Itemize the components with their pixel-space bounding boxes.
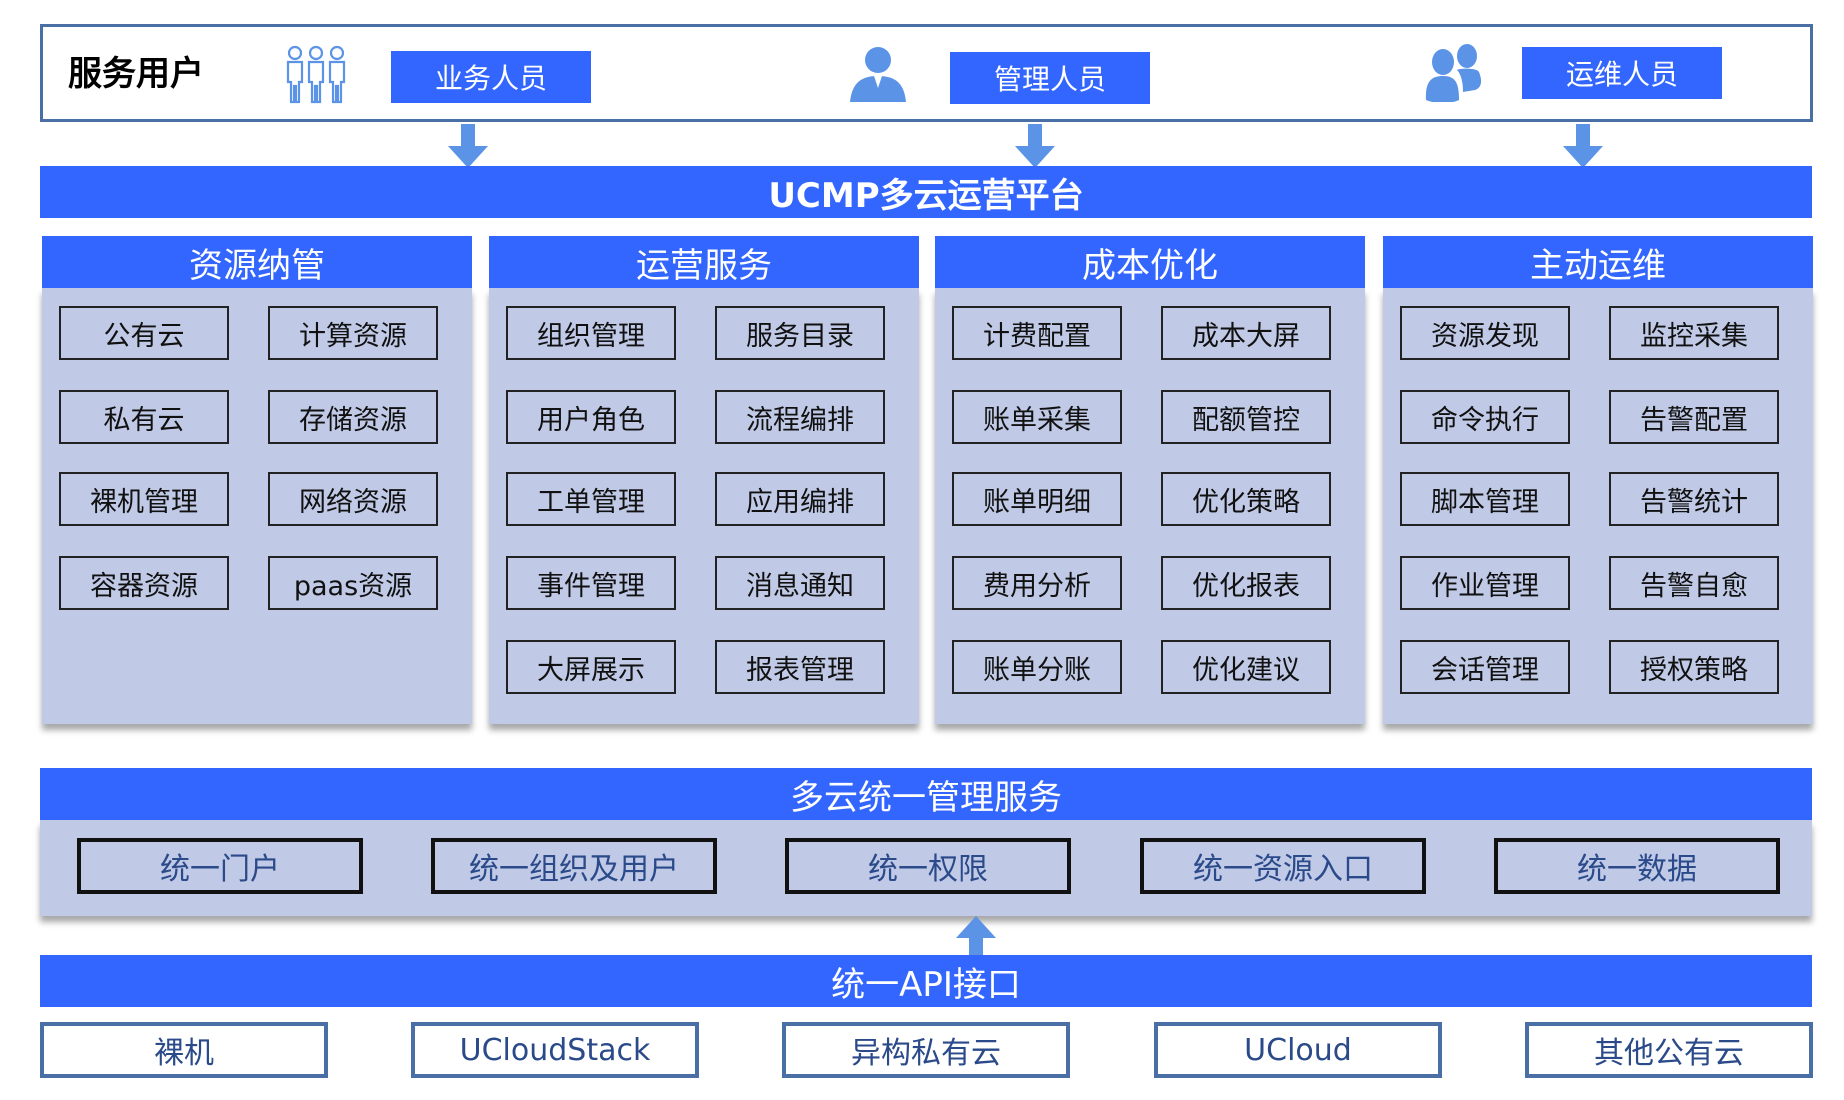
feature-item[interactable]: 成本大屏 xyxy=(1161,306,1331,360)
feature-item[interactable]: 命令执行 xyxy=(1400,390,1570,444)
feature-item[interactable]: 私有云 xyxy=(59,390,229,444)
feature-item[interactable]: 服务目录 xyxy=(715,306,885,360)
feature-item[interactable]: 计费配置 xyxy=(952,306,1122,360)
feature-item[interactable]: 告警自愈 xyxy=(1609,556,1779,610)
feature-item[interactable]: 报表管理 xyxy=(715,640,885,694)
management-item-org-users[interactable]: 统一组织及用户 xyxy=(431,838,717,894)
two-people-icon xyxy=(1425,44,1482,102)
feature-item[interactable]: 工单管理 xyxy=(506,472,676,526)
feature-item[interactable]: 应用编排 xyxy=(715,472,885,526)
feature-item[interactable]: 告警配置 xyxy=(1609,390,1779,444)
source-ucloudstack[interactable]: UCloudStack xyxy=(411,1022,699,1078)
source-bare-metal[interactable]: 裸机 xyxy=(40,1022,328,1078)
role-ops-staff[interactable]: 运维人员 xyxy=(1522,47,1722,99)
feature-item[interactable]: 会话管理 xyxy=(1400,640,1570,694)
management-item-portal[interactable]: 统一门户 xyxy=(77,838,363,894)
feature-item[interactable]: 流程编排 xyxy=(715,390,885,444)
role-business-staff[interactable]: 业务人员 xyxy=(391,51,591,103)
feature-item[interactable]: 授权策略 xyxy=(1609,640,1779,694)
column-title-cost-optimization: 成本优化 xyxy=(935,236,1365,288)
management-item-resource-entry[interactable]: 统一资源入口 xyxy=(1140,838,1426,894)
column-title-resource-management: 资源纳管 xyxy=(42,236,472,288)
feature-item[interactable]: 告警统计 xyxy=(1609,472,1779,526)
source-heterogeneous-private-cloud[interactable]: 异构私有云 xyxy=(782,1022,1070,1078)
feature-item[interactable]: 作业管理 xyxy=(1400,556,1570,610)
feature-item[interactable]: 优化报表 xyxy=(1161,556,1331,610)
feature-item[interactable]: 用户角色 xyxy=(506,390,676,444)
feature-item[interactable]: 公有云 xyxy=(59,306,229,360)
three-people-outline-icon xyxy=(286,45,346,104)
feature-item[interactable]: 账单明细 xyxy=(952,472,1122,526)
api-title-bar: 统一API接口 xyxy=(40,955,1812,1007)
management-item-permissions[interactable]: 统一权限 xyxy=(785,838,1071,894)
service-users-title: 服务用户 xyxy=(68,54,204,94)
person-icon xyxy=(850,47,906,102)
feature-item[interactable]: 配额管控 xyxy=(1161,390,1331,444)
feature-item[interactable]: 账单分账 xyxy=(952,640,1122,694)
source-other-public-cloud[interactable]: 其他公有云 xyxy=(1525,1022,1813,1078)
feature-item[interactable]: 费用分析 xyxy=(952,556,1122,610)
platform-title-bar: UCMP多云运营平台 xyxy=(40,166,1812,218)
source-ucloud[interactable]: UCloud xyxy=(1154,1022,1442,1078)
feature-item[interactable]: 账单采集 xyxy=(952,390,1122,444)
feature-item[interactable]: paas资源 xyxy=(268,556,438,610)
role-admin-staff[interactable]: 管理人员 xyxy=(950,52,1150,104)
arrow-up-icon xyxy=(956,916,996,960)
feature-item[interactable]: 计算资源 xyxy=(268,306,438,360)
management-item-data[interactable]: 统一数据 xyxy=(1494,838,1780,894)
feature-item[interactable]: 资源发现 xyxy=(1400,306,1570,360)
feature-item[interactable]: 网络资源 xyxy=(268,472,438,526)
feature-item[interactable]: 大屏展示 xyxy=(506,640,676,694)
arrow-down-icon xyxy=(448,124,488,168)
arrow-down-icon xyxy=(1015,124,1055,168)
feature-item[interactable]: 监控采集 xyxy=(1609,306,1779,360)
management-title-bar: 多云统一管理服务 xyxy=(40,768,1812,820)
arrow-down-icon xyxy=(1563,124,1603,168)
column-title-operation-service: 运营服务 xyxy=(489,236,919,288)
column-title-proactive-ops: 主动运维 xyxy=(1383,236,1813,288)
feature-item[interactable]: 脚本管理 xyxy=(1400,472,1570,526)
service-users-frame xyxy=(40,24,1813,122)
feature-item[interactable]: 裸机管理 xyxy=(59,472,229,526)
feature-item[interactable]: 存储资源 xyxy=(268,390,438,444)
feature-item[interactable]: 优化策略 xyxy=(1161,472,1331,526)
feature-item[interactable]: 优化建议 xyxy=(1161,640,1331,694)
feature-item[interactable]: 容器资源 xyxy=(59,556,229,610)
feature-item[interactable]: 组织管理 xyxy=(506,306,676,360)
feature-item[interactable]: 事件管理 xyxy=(506,556,676,610)
feature-item[interactable]: 消息通知 xyxy=(715,556,885,610)
